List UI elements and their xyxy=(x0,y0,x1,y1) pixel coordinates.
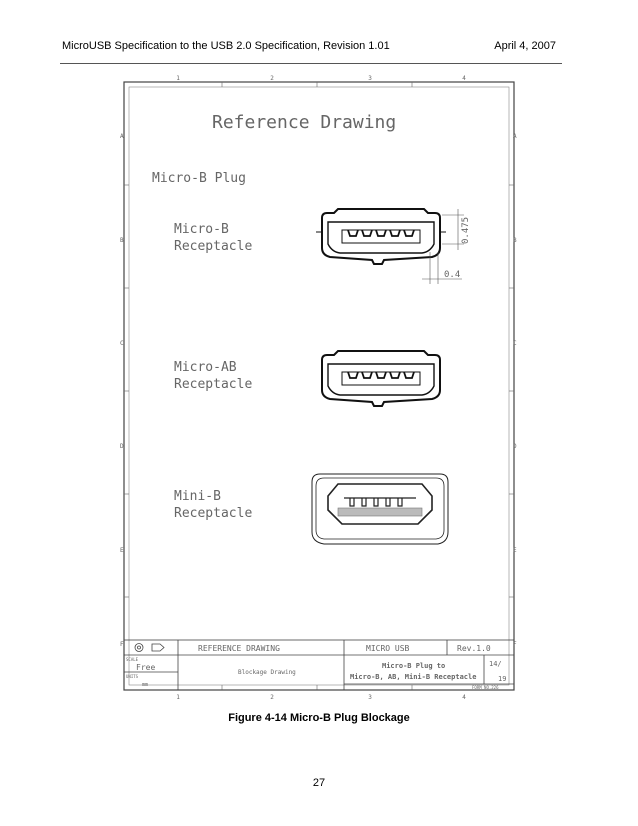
tb-sheet-total: 19 xyxy=(498,675,506,683)
tb-desc-line2: Micro-B, AB, Mini-B Receptacle xyxy=(350,673,476,681)
tb-desc-line1: Micro-B Plug to xyxy=(382,662,445,670)
row-label-a: A xyxy=(120,133,124,140)
tb-rev: Rev.1.0 xyxy=(457,644,491,653)
tb-product: MICRO USB xyxy=(366,644,410,653)
col-label-1-bottom: 1 xyxy=(176,694,180,701)
plug-label: Micro-B Plug xyxy=(152,171,246,186)
col-label-1: 1 xyxy=(176,75,180,82)
row-label-d-right: D xyxy=(513,443,517,450)
header-rule xyxy=(60,63,562,64)
item-2-line1: Micro-AB xyxy=(174,360,237,375)
col-label-3: 3 xyxy=(368,75,372,82)
row-label-f: F xyxy=(120,641,124,648)
row-label-d: D xyxy=(120,443,124,450)
item-1-line1: Micro-B xyxy=(174,222,229,237)
row-label-c-right: C xyxy=(513,340,517,347)
item-2-line2: Receptacle xyxy=(174,377,252,392)
row-label-e-right: E xyxy=(513,547,517,554)
tb-units-value: mm xyxy=(142,682,148,688)
row-label-c: C xyxy=(120,340,124,347)
col-label-2: 2 xyxy=(270,75,274,82)
page-number: 27 xyxy=(312,777,326,789)
col-label-4: 4 xyxy=(462,75,466,82)
inner-frame xyxy=(128,86,510,686)
tb-drawing-name: Blockage Drawing xyxy=(238,669,296,676)
tb-scale-value: Free xyxy=(136,663,155,672)
title-block xyxy=(123,639,515,691)
column-ticks xyxy=(221,82,413,690)
header-date: April 4, 2007 xyxy=(494,40,556,52)
row-ticks xyxy=(124,184,514,598)
dimension-lines xyxy=(422,209,464,284)
col-label-3-bottom: 3 xyxy=(368,694,372,701)
dim-vertical-value: 0.475 xyxy=(461,217,471,244)
item-3-line2: Receptacle xyxy=(174,506,252,521)
micro-b-receptacle-outline xyxy=(316,208,446,265)
row-label-a-right: A xyxy=(513,133,517,140)
row-label-f-right: F xyxy=(513,641,517,648)
mini-b-receptacle-outline xyxy=(311,473,449,545)
drawing-title: Reference Drawing xyxy=(212,112,396,133)
col-label-4-bottom: 4 xyxy=(462,694,466,701)
micro-ab-receptacle-outline xyxy=(321,350,441,407)
tb-units-label: UNITS xyxy=(126,674,139,679)
item-3-line1: Mini-B xyxy=(174,489,221,504)
figure-caption: Figure 4-14 Micro-B Plug Blockage xyxy=(228,712,410,724)
item-1-line2: Receptacle xyxy=(174,239,252,254)
tb-form: FORM NO.226 xyxy=(472,685,499,690)
reference-drawing: 1 2 3 4 1 2 3 4 A B C D E F A B C D E F … xyxy=(112,72,528,706)
col-label-2-bottom: 2 xyxy=(270,694,274,701)
row-label-b: B xyxy=(120,237,124,244)
row-label-e: E xyxy=(120,547,124,554)
drawing-svg: 1 2 3 4 1 2 3 4 A B C D E F A B C D E F … xyxy=(120,75,517,701)
tb-scale-label: SCALE xyxy=(126,657,139,662)
row-label-b-right: B xyxy=(513,237,517,244)
dim-horizontal-value: 0.4 xyxy=(444,270,460,280)
header-title: MicroUSB Specification to the USB 2.0 Sp… xyxy=(62,40,390,52)
tb-sheet-num: 14/ xyxy=(489,660,502,668)
tb-ref: REFERENCE DRAWING xyxy=(198,644,280,653)
